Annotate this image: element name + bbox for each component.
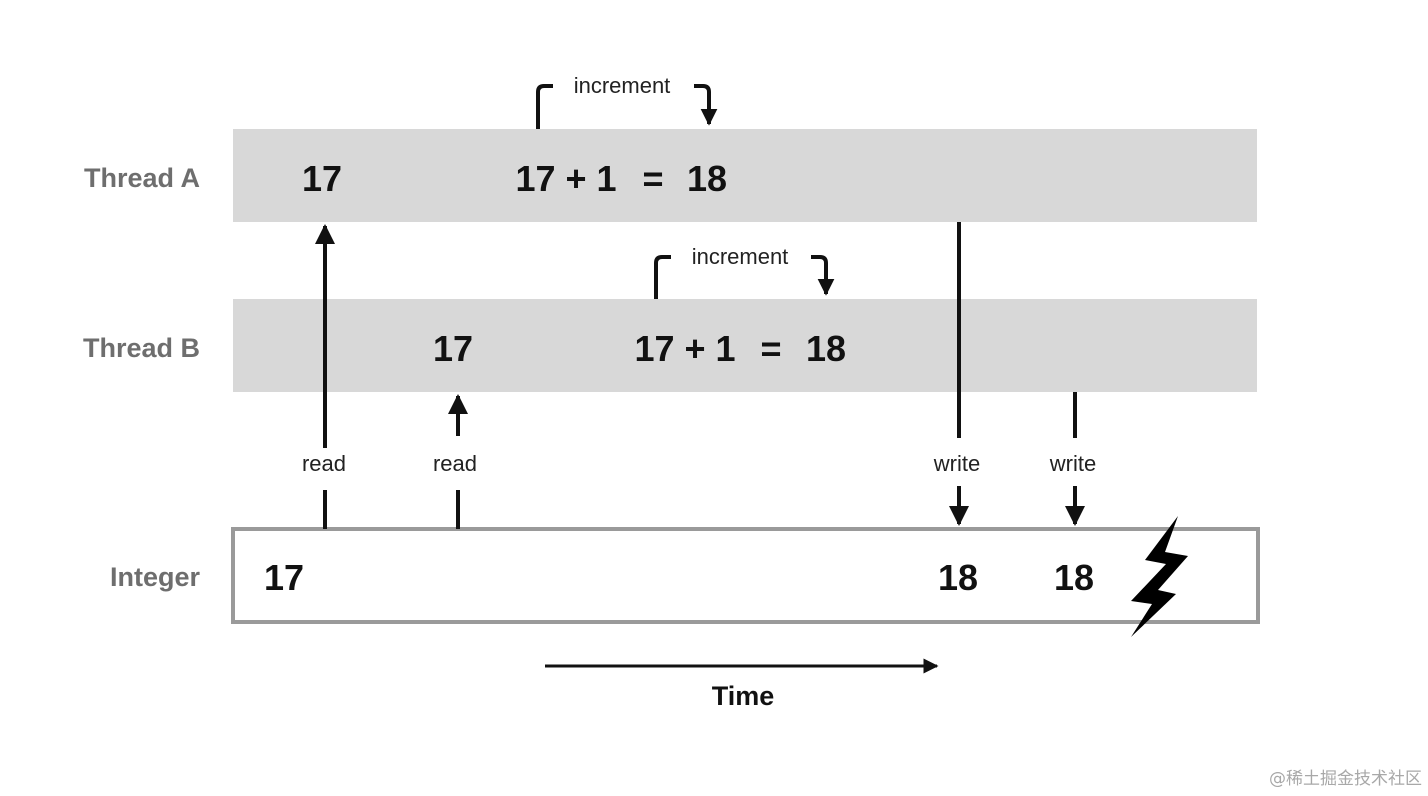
thread-a-label: Thread A <box>84 163 200 193</box>
read-a-label: read <box>302 451 346 476</box>
thread-b-result: 18 <box>806 328 846 369</box>
thread-a-increment-label: increment <box>574 73 671 98</box>
integer-box <box>231 527 1260 624</box>
thread-b-increment-arrow <box>811 255 835 296</box>
thread-a-band <box>233 129 1257 222</box>
thread-a-increment-bracket <box>536 84 553 129</box>
thread-b-increment-label: increment <box>692 244 789 269</box>
thread-a-expression: 17 + 1 <box>515 158 616 199</box>
thread-a-read-value: 17 <box>302 158 342 199</box>
lightning-bolt-icon <box>1131 516 1188 637</box>
write-a-label: write <box>933 451 980 476</box>
read-b-label: read <box>433 451 477 476</box>
thread-a-result: 18 <box>687 158 727 199</box>
thread-b-equals: = <box>760 328 781 369</box>
thread-a-equals: = <box>642 158 663 199</box>
thread-a-increment-arrow <box>694 84 718 126</box>
thread-b-read-value: 17 <box>433 328 473 369</box>
thread-b-band <box>233 299 1257 392</box>
integer-write-b-value: 18 <box>1054 557 1094 598</box>
thread-b-increment-bracket <box>654 255 671 299</box>
thread-b-expression: 17 + 1 <box>634 328 735 369</box>
integer-write-a-value: 18 <box>938 557 978 598</box>
write-b-label: write <box>1049 451 1096 476</box>
time-label: Time <box>712 681 775 711</box>
thread-b-label: Thread B <box>83 333 200 363</box>
watermark: @稀土掘金技术社区 <box>1269 769 1422 789</box>
integer-initial-value: 17 <box>264 557 304 598</box>
integer-label: Integer <box>110 562 201 592</box>
